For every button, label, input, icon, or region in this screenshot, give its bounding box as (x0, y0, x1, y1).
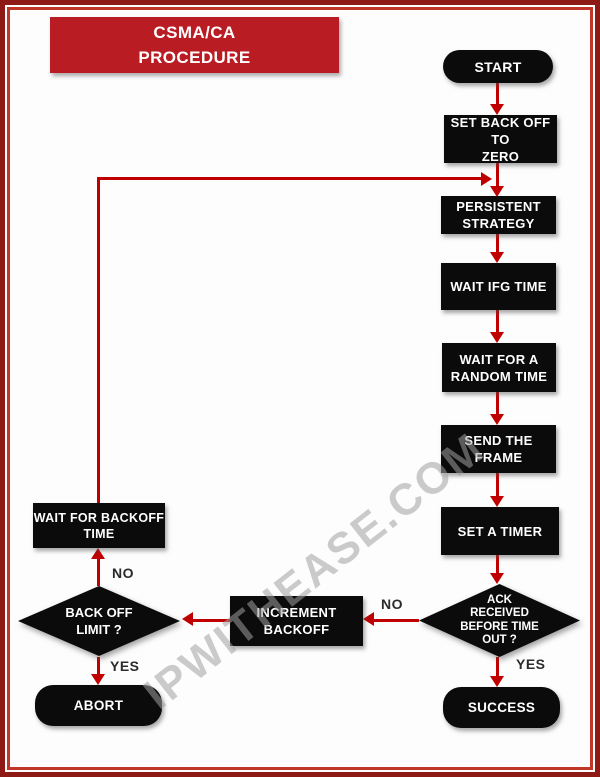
edge-label-limit-no: NO (112, 565, 134, 581)
node-wait-backoff-time: WAIT FOR BACKOFF TIME (33, 503, 165, 548)
node-wait-random-time: WAIT FOR A RANDOM TIME (442, 343, 556, 392)
title-line2: PROCEDURE (138, 48, 251, 67)
arrow-persistent-to-waitifg (496, 234, 499, 253)
arrowhead-down-icon (490, 573, 504, 584)
arrowhead-down-icon (490, 332, 504, 343)
arrow-settimer-to-ack (496, 555, 499, 574)
arrowhead-up-icon (91, 548, 105, 559)
node-success: SUCCESS (443, 687, 560, 728)
title-banner: CSMA/CA PROCEDURE (50, 17, 339, 73)
arrow-ack-no-to-increment (374, 619, 419, 622)
arrow-ack-yes-to-success (496, 657, 499, 677)
edge-label-ack-yes: YES (516, 656, 546, 672)
node-set-backoff-zero: SET BACK OFF TO ZERO (444, 115, 557, 164)
node-send-the-frame: SEND THE FRAME (441, 425, 556, 473)
node-increment-backoff: INCREMENT BACKOFF (230, 596, 363, 646)
arrow-waitrandom-to-sendframe (496, 392, 499, 415)
node-abort: ABORT (35, 685, 162, 726)
arrow-increment-to-limit (193, 619, 230, 622)
arrow-start-to-setbackoff (496, 83, 499, 105)
arrowhead-down-icon (91, 674, 105, 685)
node-persistent-strategy: PERSISTENT STRATEGY (441, 196, 556, 234)
title-line1: CSMA/CA (153, 23, 236, 42)
arrow-limit-yes-to-abort (97, 657, 100, 675)
edge-label-ack-no: NO (381, 596, 403, 612)
feedback-loop-horizontal (97, 177, 481, 180)
arrowhead-down-icon (490, 414, 504, 425)
feedback-loop-vertical (97, 177, 100, 503)
node-ack-received-decision: ACK RECEIVED BEFORE TIME OUT ? (419, 584, 580, 657)
arrow-sendframe-to-settimer (496, 473, 499, 497)
arrow-waitifg-to-waitrandom (496, 310, 499, 333)
arrowhead-left-icon (182, 612, 193, 626)
node-backoff-limit-decision: BACK OFF LIMIT ? (18, 586, 180, 656)
backoff-limit-label: BACK OFF LIMIT ? (18, 586, 180, 656)
arrow-setbackoff-to-persistent (496, 162, 499, 187)
arrowhead-down-icon (490, 252, 504, 263)
arrowhead-down-icon (490, 676, 504, 687)
node-set-a-timer: SET A TIMER (441, 507, 559, 555)
arrowhead-down-icon (490, 496, 504, 507)
edge-label-limit-yes: YES (110, 658, 140, 674)
arrowhead-down-icon (490, 186, 504, 197)
ack-decision-label: ACK RECEIVED BEFORE TIME OUT ? (419, 584, 580, 657)
arrowhead-down-icon (490, 104, 504, 115)
arrow-limit-no-to-waitbackoff (97, 559, 100, 586)
arrowhead-right-icon (481, 172, 492, 186)
node-start: START (443, 50, 553, 83)
node-wait-ifg-time: WAIT IFG TIME (441, 263, 556, 310)
arrowhead-left-icon (363, 612, 374, 626)
